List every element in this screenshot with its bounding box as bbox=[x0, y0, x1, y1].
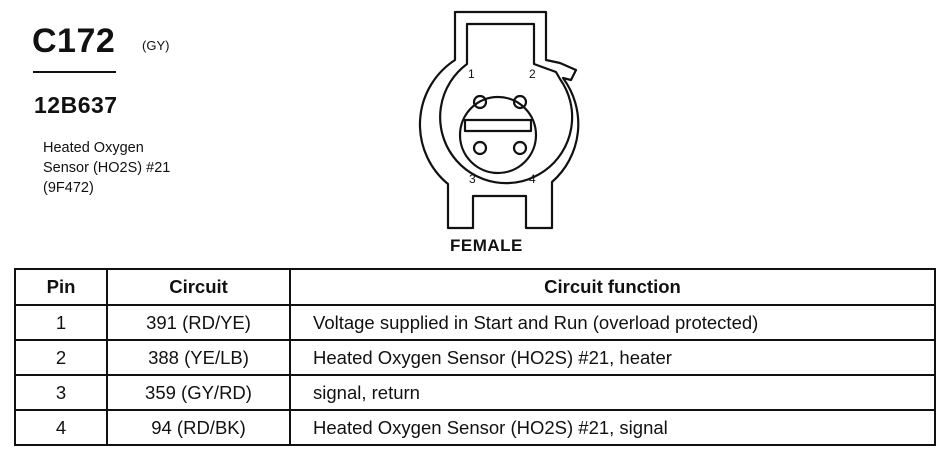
cell-pin: 4 bbox=[14, 409, 108, 446]
terminal-3 bbox=[472, 140, 488, 156]
table-row: 3 359 (GY/RD) signal, return bbox=[14, 374, 936, 411]
terminal-2 bbox=[512, 94, 528, 110]
pin-label-2: 2 bbox=[529, 67, 536, 81]
pin-cavity-outline bbox=[458, 95, 538, 175]
connector-description: Heated Oxygen Sensor (HO2S) #21 (9F472) bbox=[43, 138, 170, 198]
table-header-row: Pin Circuit Circuit function bbox=[14, 268, 936, 306]
connector-color-code: (GY) bbox=[142, 38, 170, 53]
housing-inner-outline bbox=[439, 22, 574, 185]
header-circuit-function: Circuit function bbox=[289, 268, 936, 306]
center-key-bar bbox=[463, 118, 533, 133]
cell-pin: 1 bbox=[14, 304, 108, 341]
cell-circuit: 359 (GY/RD) bbox=[106, 374, 291, 411]
cell-circuit: 388 (YE/LB) bbox=[106, 339, 291, 376]
description-line: (9F472) bbox=[43, 180, 94, 196]
cell-pin: 3 bbox=[14, 374, 108, 411]
cell-pin: 2 bbox=[14, 339, 108, 376]
connector-gender-label: FEMALE bbox=[450, 236, 523, 255]
terminal-1 bbox=[472, 94, 488, 110]
cell-circuit-function: Heated Oxygen Sensor (HO2S) #21, signal bbox=[289, 409, 936, 446]
description-line: Sensor (HO2S) #21 bbox=[43, 160, 171, 176]
cell-circuit-function: Voltage supplied in Start and Run (overl… bbox=[289, 304, 936, 341]
terminal-4 bbox=[512, 140, 528, 156]
cell-circuit: 94 (RD/BK) bbox=[106, 409, 291, 446]
table-row: 4 94 (RD/BK) Heated Oxygen Sensor (HO2S)… bbox=[14, 409, 936, 446]
connector-face-drawing: 1 2 3 4 bbox=[418, 10, 580, 230]
part-number: 12B637 bbox=[34, 92, 118, 118]
header-pin: Pin bbox=[14, 268, 108, 306]
pin-table: Pin Circuit Circuit function 1 391 (RD/Y… bbox=[14, 268, 936, 446]
header-circuit: Circuit bbox=[106, 268, 291, 306]
connector-id-underline bbox=[33, 71, 116, 73]
table-row: 2 388 (YE/LB) Heated Oxygen Sensor (HO2S… bbox=[14, 339, 936, 376]
pin-label-4: 4 bbox=[529, 172, 536, 186]
connector-id: C172 bbox=[32, 22, 116, 60]
cell-circuit-function: Heated Oxygen Sensor (HO2S) #21, heater bbox=[289, 339, 936, 376]
description-line: Heated Oxygen bbox=[43, 140, 144, 156]
table-row: 1 391 (RD/YE) Voltage supplied in Start … bbox=[14, 304, 936, 341]
housing-outer-outline bbox=[418, 10, 580, 230]
cell-circuit-function: signal, return bbox=[289, 374, 936, 411]
pin-label-3: 3 bbox=[469, 172, 476, 186]
pin-label-1: 1 bbox=[468, 67, 475, 81]
cell-circuit: 391 (RD/YE) bbox=[106, 304, 291, 341]
